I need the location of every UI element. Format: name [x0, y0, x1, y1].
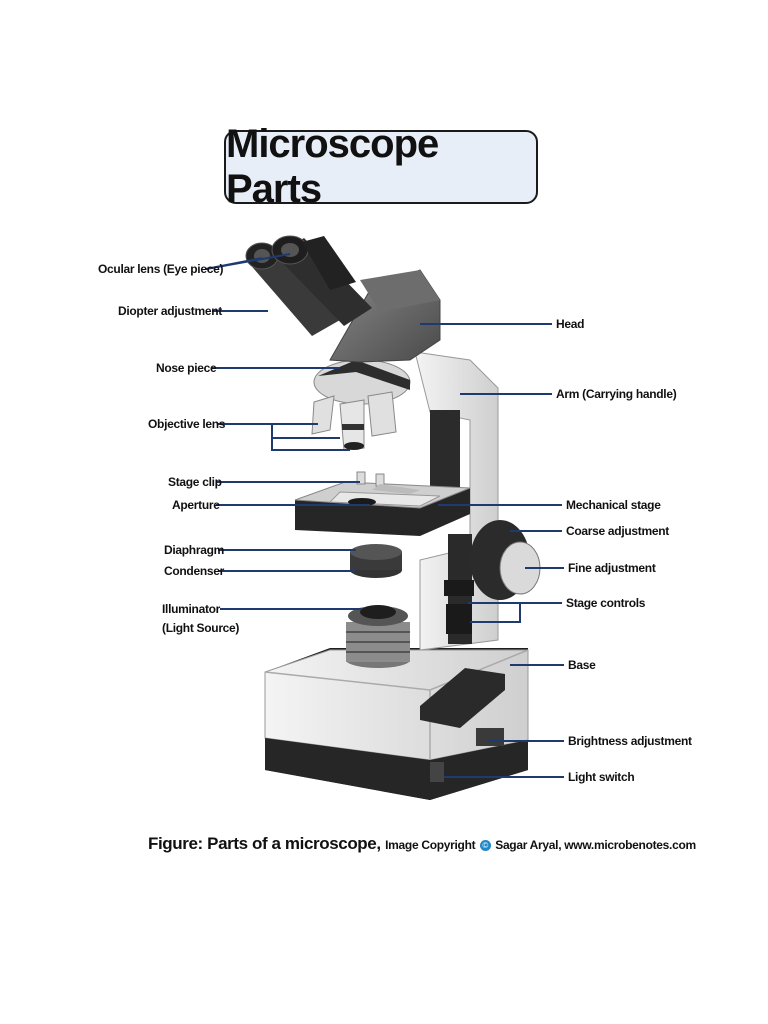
- label-brightness-adjustment: Brightness adjustment: [568, 734, 692, 748]
- base-part: [264, 648, 529, 800]
- label-head: Head: [556, 317, 585, 331]
- caption-author-site: Sagar Aryal, www.microbenotes.com: [495, 838, 696, 852]
- illuminator-part: [346, 605, 410, 668]
- label-diaphragm: Diaphragm: [164, 543, 224, 557]
- label-mechanical-stage: Mechanical stage: [566, 498, 661, 512]
- nosepiece-part: [311, 359, 411, 451]
- copyright-icon: ©: [479, 840, 491, 851]
- label-base: Base: [568, 658, 596, 672]
- focus-knobs: [444, 520, 541, 644]
- label-stage-clip: Stage clip: [168, 475, 222, 489]
- label-condenser: Condenser: [164, 564, 224, 578]
- label-ocular-lens: Ocular lens (Eye piece): [98, 262, 224, 276]
- brightness-dial: [476, 728, 504, 746]
- caption-figure: Figure: Parts of a microscope,: [148, 834, 381, 853]
- label-coarse-adjustment: Coarse adjustment: [566, 524, 669, 538]
- label-stage-controls: Stage controls: [566, 596, 646, 610]
- condenser-part: [350, 544, 402, 578]
- label-aperture: Aperture: [172, 498, 220, 512]
- objective-lenses: [311, 391, 397, 451]
- figure-caption: Figure: Parts of a microscope, Image Cop…: [148, 834, 696, 854]
- label-nose-piece: Nose piece: [156, 361, 217, 375]
- stage-part: [294, 471, 471, 536]
- title-box: Microscope Parts: [224, 122, 538, 211]
- label-fine-adjustment: Fine adjustment: [568, 561, 656, 575]
- label-diopter-adjustment: Diopter adjustment: [118, 304, 222, 318]
- light-switch-part: [430, 762, 444, 782]
- label-light-switch: Light switch: [568, 770, 635, 784]
- label-light-source: (Light Source): [162, 621, 240, 635]
- label-arm: Arm (Carrying handle): [556, 387, 677, 401]
- caption-copyright-prefix: Image Copyright: [385, 838, 476, 852]
- label-illuminator: Illuminator: [162, 602, 221, 616]
- leader-lines: [205, 253, 564, 778]
- label-objective-lens: Objective lens: [148, 417, 226, 431]
- head-part: [329, 269, 441, 363]
- diagram-title: Microscope Parts: [226, 122, 439, 211]
